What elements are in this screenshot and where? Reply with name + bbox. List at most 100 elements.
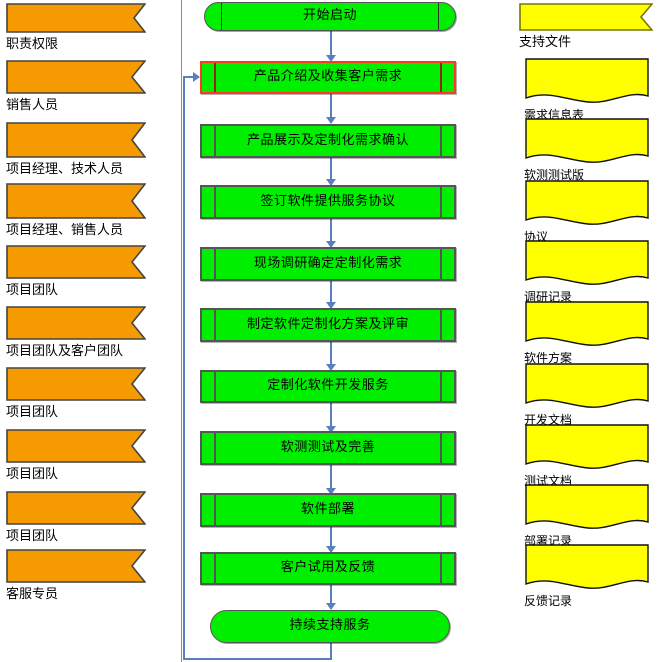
process-step-3[interactable]: 现场调研确定定制化需求 xyxy=(200,247,456,281)
feedback-arrow xyxy=(193,72,200,82)
process-step-7[interactable]: 软件部署 xyxy=(200,493,456,527)
process-step-1[interactable]: 产品展示及定制化需求确认 xyxy=(200,124,456,158)
terminator-bar-right xyxy=(438,3,439,30)
document-3[interactable]: 调研记录 xyxy=(524,240,650,304)
role-label: 项目经理、技术人员 xyxy=(6,162,124,177)
document-8[interactable]: 反馈记录 xyxy=(524,544,650,608)
document-0[interactable]: 需求信息表 xyxy=(524,58,650,122)
connector-5-to-6 xyxy=(330,342,332,370)
role-banner-4[interactable]: 项目团队及客户团队 xyxy=(6,306,146,359)
role-banner-6[interactable]: 项目团队 xyxy=(6,429,146,482)
process-step-label: 产品介绍及收集客户需求 xyxy=(253,69,403,85)
connector-1-to-2 xyxy=(330,94,332,122)
process-start-label: 开始启动 xyxy=(302,8,357,24)
arrow-5 xyxy=(326,302,336,309)
role-banner-0[interactable]: 销售人员 xyxy=(6,60,146,113)
connector-6-to-7 xyxy=(330,403,332,431)
arrow-2 xyxy=(326,117,336,124)
process-bar-right xyxy=(440,495,442,525)
arrow-3 xyxy=(326,179,336,186)
process-step-5[interactable]: 定制化软件开发服务 xyxy=(200,370,456,403)
role-label: 项目团队 xyxy=(6,283,59,298)
feedback-loop-left xyxy=(183,658,332,660)
process-bar-right xyxy=(440,310,442,340)
document-label: 反馈记录 xyxy=(524,594,573,608)
process-end-label: 持续支持服务 xyxy=(289,618,371,634)
documents-header-banner: 支持文件 xyxy=(519,3,653,50)
process-bar-right xyxy=(440,433,442,463)
process-bar-left xyxy=(214,433,216,463)
arrow-9 xyxy=(326,546,336,553)
process-step-label: 定制化软件开发服务 xyxy=(267,378,389,394)
arrow-10 xyxy=(326,603,336,610)
documents-header-label: 支持文件 xyxy=(519,35,572,50)
role-label: 项目团队 xyxy=(6,405,59,420)
document-1[interactable]: 软测测试版 xyxy=(524,118,650,182)
process-step-label: 制定软件定制化方案及评审 xyxy=(246,316,409,332)
connector-3-to-4 xyxy=(330,219,332,247)
connector-start-to-1 xyxy=(330,31,332,60)
process-bar-left xyxy=(214,310,216,340)
role-banner-3[interactable]: 项目团队 xyxy=(6,245,146,298)
process-bar-right xyxy=(440,249,442,279)
process-bar-right xyxy=(440,63,442,92)
document-7[interactable]: 部署记录 xyxy=(524,484,650,548)
role-banner-2[interactable]: 项目经理、销售人员 xyxy=(6,183,146,238)
arrow-8 xyxy=(326,488,336,495)
process-bar-right xyxy=(440,126,442,156)
process-step-label: 软测测试及完善 xyxy=(280,439,376,455)
process-step-label: 产品展示及定制化需求确认 xyxy=(246,132,409,148)
process-step-label: 客户试用及反馈 xyxy=(280,560,376,576)
process-bar-left xyxy=(214,554,216,583)
roles-header-banner: 职责权限 xyxy=(6,3,146,52)
process-bar-left xyxy=(214,495,216,525)
process-step-label: 现场调研确定定制化需求 xyxy=(253,255,403,271)
document-2[interactable]: 协议 xyxy=(524,180,650,244)
process-bar-left xyxy=(214,187,216,217)
feedback-loop-up xyxy=(183,77,185,660)
connector-9-to-end xyxy=(330,585,332,609)
role-banner-5[interactable]: 项目团队 xyxy=(6,367,146,420)
role-banner-8[interactable]: 客服专员 xyxy=(6,549,146,602)
role-label: 项目团队 xyxy=(6,467,59,482)
document-5[interactable]: 开发文档 xyxy=(524,363,650,427)
connector-2-to-3 xyxy=(330,158,332,185)
roles-header-label: 职责权限 xyxy=(6,37,59,52)
document-6[interactable]: 测试文档 xyxy=(524,424,650,488)
arrow-1 xyxy=(326,55,336,62)
document-4[interactable]: 软件方案 xyxy=(524,301,650,365)
terminator-bar-left xyxy=(221,3,222,30)
document-label: 开发文档 xyxy=(524,413,573,427)
role-label: 销售人员 xyxy=(6,98,59,113)
process-step-6[interactable]: 软测测试及完善 xyxy=(200,431,456,465)
process-step-label: 软件部署 xyxy=(300,501,355,517)
process-step-0[interactable]: 产品介绍及收集客户需求 xyxy=(200,61,456,94)
role-banner-7[interactable]: 项目团队 xyxy=(6,491,146,544)
process-step-2[interactable]: 签订软件提供服务协议 xyxy=(200,185,456,219)
connector-4-to-5 xyxy=(330,281,332,308)
connector-7-to-8 xyxy=(330,465,332,493)
process-bar-left xyxy=(214,63,216,92)
process-bar-right xyxy=(440,187,442,217)
process-step-label: 签订软件提供服务协议 xyxy=(260,193,396,209)
process-start[interactable]: 开始启动 xyxy=(204,2,456,31)
role-label: 项目团队及客户团队 xyxy=(6,344,124,359)
arrow-4 xyxy=(326,241,336,248)
document-label: 软测测试版 xyxy=(524,168,585,182)
role-label: 项目团队 xyxy=(6,529,59,544)
arrow-6 xyxy=(326,364,336,371)
document-label: 软件方案 xyxy=(524,351,573,365)
lane-divider-left xyxy=(181,0,182,662)
process-step-8[interactable]: 客户试用及反馈 xyxy=(200,552,456,585)
connector-8-to-9 xyxy=(330,527,332,552)
process-bar-left xyxy=(214,249,216,279)
process-bar-left xyxy=(214,372,216,401)
role-label: 项目经理、销售人员 xyxy=(6,223,124,238)
document-label: 调研记录 xyxy=(524,290,573,304)
role-label: 客服专员 xyxy=(6,587,59,602)
process-end[interactable]: 持续支持服务 xyxy=(210,610,450,643)
role-banner-1[interactable]: 项目经理、技术人员 xyxy=(6,122,146,177)
process-bar-right xyxy=(440,372,442,401)
process-step-4[interactable]: 制定软件定制化方案及评审 xyxy=(200,308,456,342)
